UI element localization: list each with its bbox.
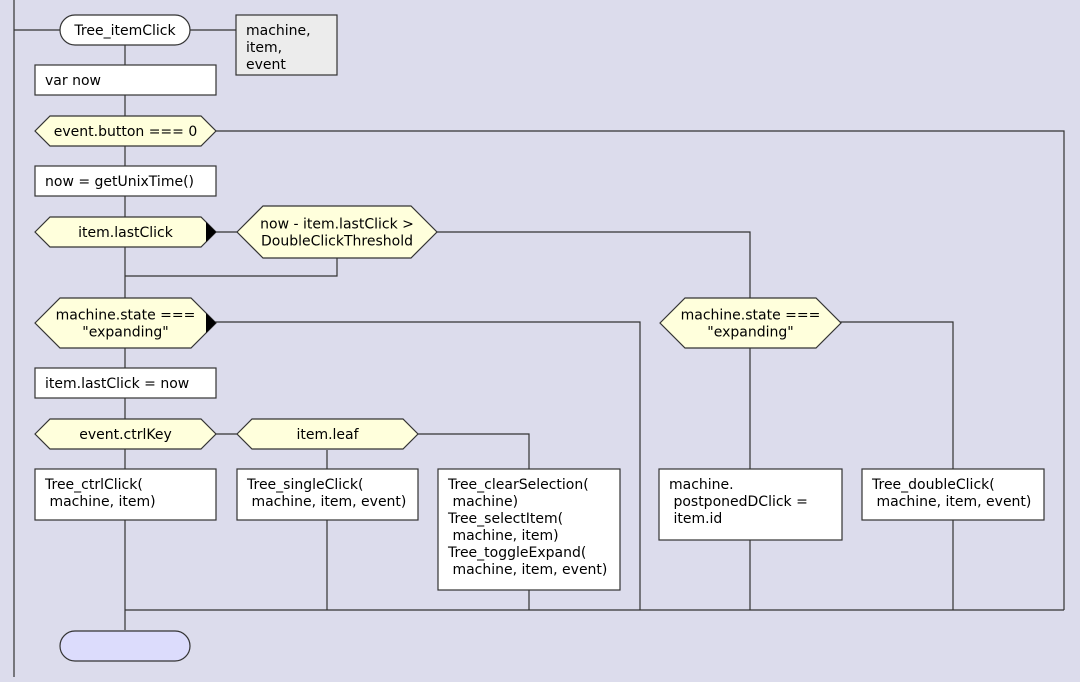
action-ctrl-click: Tree_ctrlClick( machine, item) — [34, 468, 217, 521]
node-label: machine. postponedDClick = item.id — [669, 477, 808, 527]
action-single-click: Tree_singleClick( machine, item, event) — [236, 468, 419, 521]
condition-hexagon — [236, 418, 419, 450]
action-nodes: var now now = getUnixTime() item.lastClick… — [34, 64, 1045, 591]
label-line: machine, item) — [45, 494, 156, 510]
condition-state-right: machine.state ==="expanding" — [659, 297, 842, 349]
action-get-time: now = getUnixTime() — [34, 165, 217, 197]
node-label: machine.state ==="expanding" — [681, 308, 821, 341]
condition-nodes: event.button === 0 item.lastClick now - it… — [34, 115, 842, 450]
node-label: item.leaf — [296, 427, 359, 443]
label-line: Tree_singleClick( — [246, 477, 363, 493]
label-line: Tree_doubleClick( — [871, 477, 995, 493]
node-label: var now — [45, 73, 101, 89]
label-line: item.lastClick — [78, 225, 174, 241]
node-label: machine.state ==="expanding" — [56, 308, 196, 341]
label-line: machine.state === — [56, 308, 196, 324]
label-line: machine, item, event) — [448, 562, 607, 578]
label-line: machine, item, event) — [872, 494, 1031, 510]
node-label: item.lastClick — [78, 225, 174, 241]
condition-hexagon — [34, 115, 217, 147]
action-box — [34, 165, 217, 197]
state-right-false-branch — [840, 321, 954, 610]
action-box — [658, 468, 843, 541]
label-line: now - item.lastClick > — [260, 217, 414, 233]
branch-marker — [206, 222, 216, 242]
condition-hexagon — [659, 297, 842, 349]
label-line: item.id — [669, 511, 722, 527]
label-line: item.lastClick = now — [45, 376, 189, 392]
action-set-last-click: item.lastClick = now — [34, 367, 217, 399]
node-label: event.ctrlKey — [79, 427, 172, 443]
label-line: Tree_selectItem( — [447, 511, 563, 527]
label-line: machine) — [448, 494, 518, 510]
condition-hexagon — [34, 418, 217, 450]
label-line: item.leaf — [296, 427, 359, 443]
label-line: machine, item, event) — [247, 494, 406, 510]
action-var-now: var now — [34, 64, 217, 96]
label-line: now = getUnixTime() — [45, 174, 194, 190]
header-title-node — [59, 14, 191, 46]
header-title: Tree_itemClick — [73, 23, 176, 39]
label-line: event.button === 0 — [54, 124, 198, 140]
node-label: event.button === 0 — [54, 124, 198, 140]
label-line: "expanding" — [707, 325, 793, 341]
label-line: Tree_ctrlClick( — [44, 477, 143, 493]
label-line: "expanding" — [82, 325, 168, 341]
action-box — [34, 468, 217, 521]
action-box — [34, 64, 217, 96]
param-line: item, — [246, 40, 282, 56]
label-line: machine, item) — [448, 528, 559, 544]
end-terminator — [59, 630, 191, 662]
condition-threshold: now - item.lastClick >DoubleClickThresho… — [236, 205, 438, 259]
node-label: item.lastClick = now — [45, 376, 189, 392]
action-box — [861, 468, 1045, 521]
action-select-expand: Tree_clearSelection( machine)Tree_select… — [437, 468, 621, 591]
state-left-false-branch — [215, 321, 641, 610]
node-label: Tree_doubleClick( machine, item, event) — [871, 477, 1031, 510]
action-box — [236, 468, 419, 521]
label-line: machine. — [669, 477, 734, 493]
node-label: Tree_ctrlClick( machine, item) — [44, 477, 156, 510]
action-postpone: machine. postponedDClick = item.id — [658, 468, 843, 541]
node-label: now = getUnixTime() — [45, 174, 194, 190]
label-line: machine.state === — [681, 308, 821, 324]
param-line: event — [246, 57, 286, 73]
condition-hexagon — [236, 205, 438, 259]
condition-has-last-click: item.lastClick — [34, 216, 217, 248]
node-label: Tree_singleClick( machine, item, event) — [246, 477, 406, 510]
action-box — [34, 367, 217, 399]
condition-ctrl-key: event.ctrlKey — [34, 418, 217, 450]
threshold-true-merge — [125, 258, 338, 277]
button-false-branch — [215, 130, 1065, 610]
action-box — [437, 468, 621, 591]
node-label: now - item.lastClick >DoubleClickThresho… — [260, 217, 414, 250]
condition-state-left: machine.state ==="expanding" — [34, 297, 217, 349]
param-line: machine, — [246, 23, 311, 39]
label-line: Tree_clearSelection( — [447, 477, 589, 493]
label-line: postponedDClick = — [669, 494, 808, 510]
header-params-node — [235, 14, 338, 76]
condition-leaf: item.leaf — [236, 418, 419, 450]
header-params: machine, item, event — [246, 23, 315, 73]
threshold-false-branch — [436, 231, 751, 298]
branch-marker — [206, 313, 216, 333]
label-line: Tree_toggleExpand( — [447, 545, 586, 561]
label-line: DoubleClickThreshold — [261, 234, 413, 250]
label-line: var now — [45, 73, 101, 89]
condition-button-check: event.button === 0 — [34, 115, 217, 147]
node-label: Tree_clearSelection( machine)Tree_select… — [447, 477, 607, 578]
label-line: event.ctrlKey — [79, 427, 172, 443]
action-double-click: Tree_doubleClick( machine, item, event) — [861, 468, 1045, 521]
